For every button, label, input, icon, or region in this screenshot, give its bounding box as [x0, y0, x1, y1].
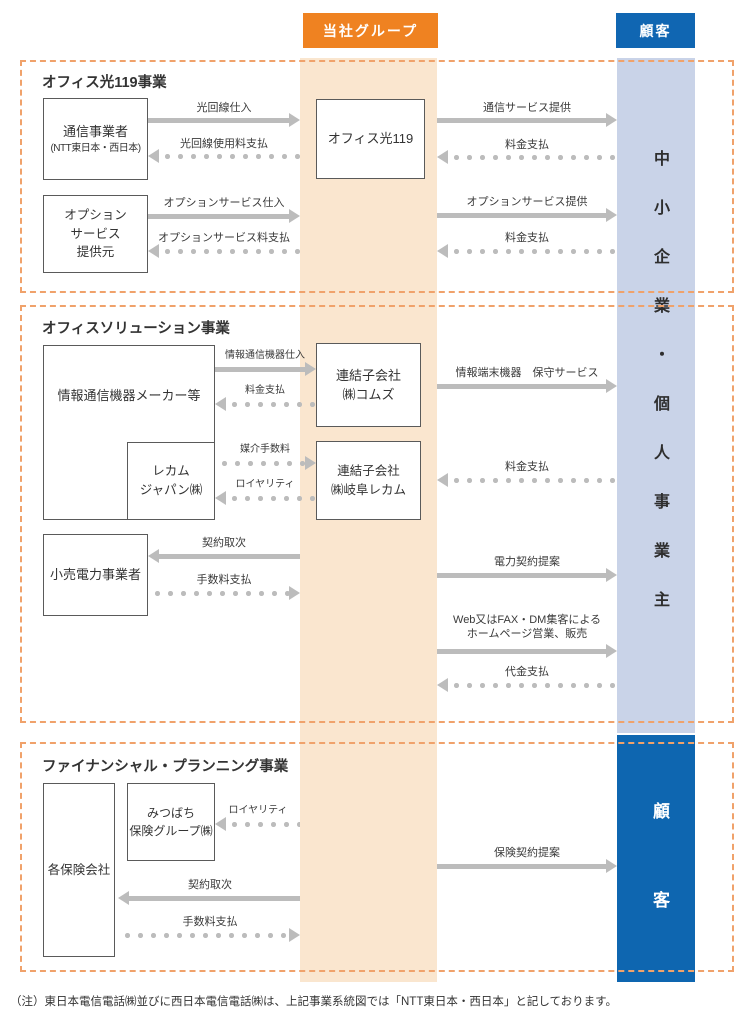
flow-label-brokerage-commission: 媒介手数料 [240, 444, 290, 455]
group-column-header: 当社グループ [303, 13, 438, 48]
customer-column-header: 顧客 [616, 13, 695, 48]
box-subsidiary-gifu-recomm: 連結子会社 ㈱岐阜レカム [316, 441, 421, 520]
box-power-retailer: 小売電力事業者 [43, 534, 148, 616]
arrow-royalty-2 [215, 817, 300, 831]
flow-label-royalty-2: ロイヤリティ [228, 805, 288, 816]
arrow-option-service-purchase [148, 209, 300, 223]
arrow-royalty-1 [215, 491, 316, 505]
flow-label-commission-payment-1: 手数料支払 [196, 574, 252, 586]
box-telecom-carrier-subtitle: (NTT東日本・西日本) [50, 143, 141, 155]
box-telecom-carrier: 通信事業者 (NTT東日本・西日本) [43, 98, 148, 180]
flow-label-commission-payment-2: 手数料支払 [182, 916, 238, 928]
arrow-commission-payment-1 [148, 586, 300, 600]
group-column-band [300, 58, 437, 982]
arrow-commission-payment-2 [118, 928, 300, 942]
customer-sme-band [617, 58, 695, 733]
customer-sme-label: 中小企業・個人事業主 [651, 150, 668, 640]
arrow-ict-equipment-purchase [215, 362, 316, 376]
customer-end-band [617, 735, 695, 982]
flow-label-web-fax-dm-sales: Web又はFAX・DM集客による ホームページ営業、販売 [453, 614, 601, 641]
flow-label-option-service-fee-payment: オプションサービス料支払 [158, 232, 290, 244]
arrow-telecom-service-provision [437, 113, 617, 127]
flow-label-power-contract-proposal: 電力契約提案 [494, 556, 560, 568]
box-telecom-carrier-title: 通信事業者 [62, 123, 128, 139]
flow-label-fee-payment-4: 料金支払 [505, 461, 549, 473]
box-subsidiary-comzz: 連結子会社 ㈱コムズ [316, 343, 421, 427]
arrow-fee-payment-3 [215, 397, 316, 411]
arrow-fee-payment-4 [437, 473, 617, 487]
flow-label-insurance-contract-proposal: 保険契約提案 [494, 847, 560, 859]
flow-label-option-service-purchase: オプションサービス仕入 [163, 197, 285, 209]
arrow-price-payment [437, 678, 617, 692]
arrow-option-service-fee-payment [148, 244, 300, 258]
arrow-fee-payment-2 [437, 244, 617, 258]
section-office-hikari119 [20, 60, 734, 293]
section-title-office-hikari119: オフィス光119事業 [42, 75, 167, 91]
section-title-office-solution: オフィスソリューション事業 [42, 321, 230, 337]
box-office-hikari119: オフィス光119 [316, 99, 425, 179]
flow-label-telecom-service-provision: 通信サービス提供 [483, 102, 571, 114]
arrow-fiber-line-purchase [148, 113, 300, 127]
flow-label-contract-agency-2: 契約取次 [188, 879, 232, 891]
flow-label-fee-payment-2: 料金支払 [505, 232, 549, 244]
flow-label-price-payment: 代金支払 [505, 666, 549, 678]
box-recomm-japan: レカム ジャパン㈱ [127, 442, 215, 520]
box-insurance-companies: 各保険会社 [43, 783, 115, 957]
flow-label-option-service-provision: オプションサービス提供 [466, 196, 588, 208]
flow-label-fee-payment-1: 料金支払 [505, 139, 549, 151]
arrow-brokerage-commission [215, 456, 316, 470]
arrow-power-contract-proposal [437, 568, 617, 582]
flow-label-fiber-line-purchase: 光回線仕入 [196, 102, 252, 114]
box-option-service-provider: オプション サービス 提供元 [43, 195, 148, 273]
arrow-insurance-contract-proposal [437, 859, 617, 873]
section-office-solution [20, 305, 734, 723]
flow-label-ict-equipment-purchase: 情報通信機器仕入 [225, 350, 305, 361]
section-title-financial-planning: ファイナンシャル・プランニング事業 [42, 759, 289, 775]
arrow-contract-agency-2 [118, 891, 300, 905]
flow-label-contract-agency-1: 契約取次 [202, 537, 246, 549]
arrow-terminal-maintenance-service [437, 379, 617, 393]
box-mitsubachi-insurance-group: みつばち 保険グループ㈱ [127, 783, 215, 861]
flow-label-terminal-maintenance-service: 情報端末機器 保守サービス [455, 367, 599, 379]
footnote: （注）東日本電信電話㈱並びに西日本電信電話㈱は、上記事業系統図では「NTT東日本… [10, 996, 618, 1008]
flow-label-fee-payment-3: 料金支払 [245, 385, 285, 396]
section-financial-planning [20, 742, 734, 972]
flow-label-royalty-1: ロイヤリティ [235, 479, 295, 490]
flow-label-fiber-usage-fee-payment: 光回線使用料支払 [180, 138, 268, 150]
arrow-option-service-provision [437, 208, 617, 222]
arrow-fee-payment-1 [437, 150, 617, 164]
customer-end-label: 顧客 [650, 802, 669, 980]
arrow-web-fax-dm-sales [437, 644, 617, 658]
arrow-fiber-usage-fee-payment [148, 149, 300, 163]
arrow-contract-agency-1 [148, 549, 300, 563]
